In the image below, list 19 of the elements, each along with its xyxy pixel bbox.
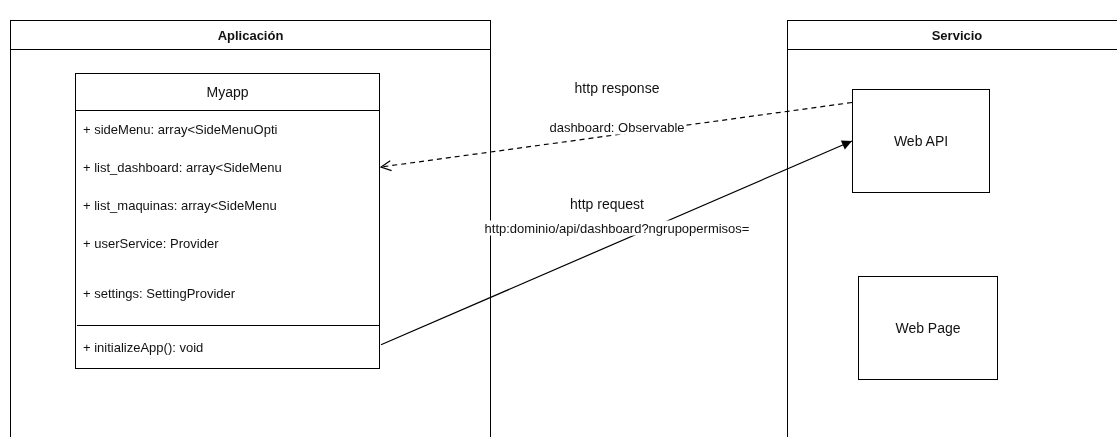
class-member: + initializeApp(): void xyxy=(83,340,204,355)
class-name: Myapp xyxy=(206,84,249,100)
component-name: Web API xyxy=(893,133,949,149)
class-member: + settings: SettingProvider xyxy=(83,286,236,301)
message-label: http response xyxy=(574,80,660,96)
component-box xyxy=(852,89,990,193)
swimlane xyxy=(787,20,1117,437)
edge-label: http:dominio/api/dashboard?ngrupopermisos= xyxy=(483,220,751,236)
message-label: http request xyxy=(570,196,644,212)
lane-title: Aplicación xyxy=(217,27,284,43)
class-box xyxy=(75,73,380,369)
class-member: + userService: Provider xyxy=(83,235,219,251)
class-member: + list_maquinas: array<SideMenu xyxy=(83,197,277,213)
component-name: Web Page xyxy=(895,320,961,336)
class-member: + list_dashboard: array<SideMenu xyxy=(83,159,282,175)
lane-title: Servicio xyxy=(931,27,983,43)
class-member: + sideMenu: array<SideMenuOpti xyxy=(83,121,278,137)
component-box xyxy=(858,276,998,380)
arrow xyxy=(380,140,853,346)
